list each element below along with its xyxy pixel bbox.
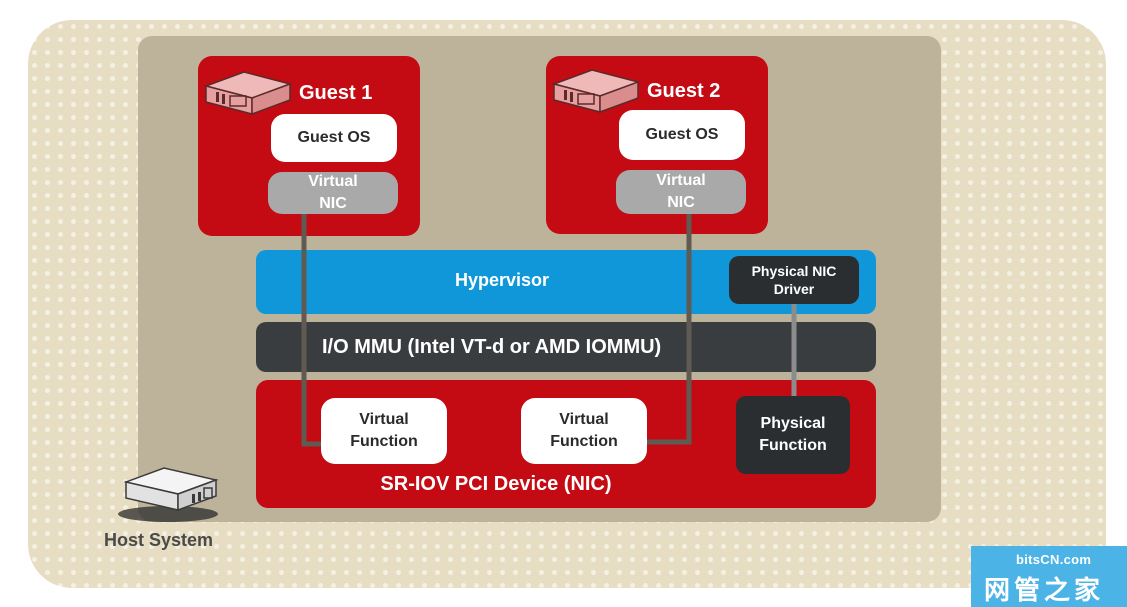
watermark-badge	[971, 546, 1127, 607]
physical-nic-driver: Physical NIC Driver	[729, 256, 859, 304]
guest-1-virtual-nic: Virtual NIC	[268, 172, 398, 214]
host-server-icon	[118, 467, 219, 522]
guest-2-os: Guest OS	[619, 110, 745, 160]
hypervisor-label: Hypervisor	[454, 269, 550, 290]
virtual-function-1: Virtual Function	[321, 398, 447, 464]
virtual-function-2: Virtual Function	[521, 398, 647, 464]
watermark-name: 网管之家	[984, 575, 1105, 605]
guest-2-virtual-nic: Virtual NIC	[616, 170, 746, 214]
guest-1-title: Guest 1	[299, 82, 373, 104]
server-icon	[551, 69, 641, 114]
iommu-bar	[256, 322, 876, 372]
guest-2-title: Guest 2	[647, 80, 721, 102]
watermark-site: bitsCN.com	[1016, 552, 1092, 567]
iommu-label: I/O MMU (Intel VT-d or AMD IOMMU)	[322, 335, 662, 358]
host-system-label: Host System	[104, 530, 214, 550]
physical-function: Physical Function	[736, 396, 850, 474]
server-icon	[203, 71, 293, 116]
guest-1-os: Guest OS	[271, 114, 397, 162]
sriov-device-label: SR-IOV PCI Device (NIC)	[380, 472, 612, 495]
